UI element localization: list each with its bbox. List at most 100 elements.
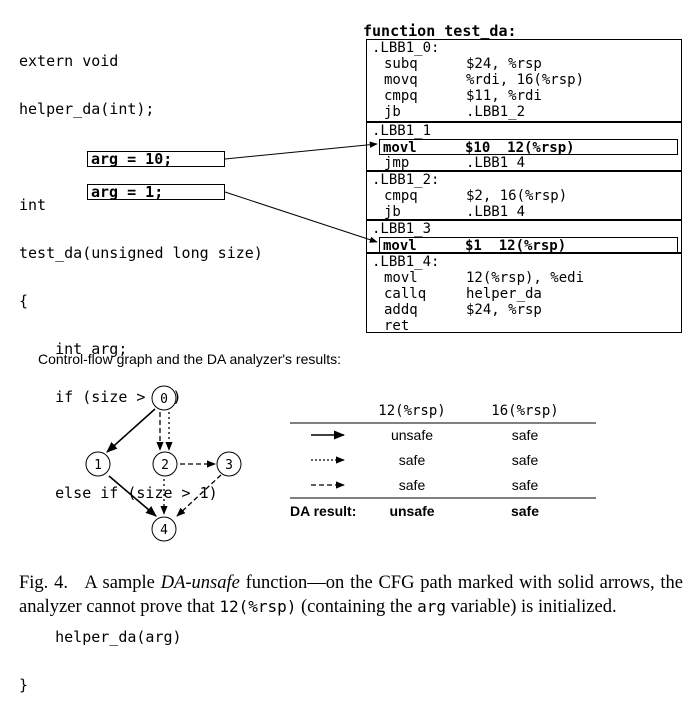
block-label: .LBB1_0: — [372, 40, 440, 56]
cfg-node-label: 4 — [160, 523, 168, 538]
cfg-node-2: 2 — [152, 451, 178, 477]
caption-code: 12(%rsp) — [219, 597, 297, 616]
source-line: extern void — [19, 52, 119, 70]
mnemonic: movq — [384, 72, 418, 88]
instruction: cmpq $11, %rdi — [367, 88, 681, 104]
basic-block-lbb1-3: .LBB1_3 movl $1 12(%rsp) — [366, 220, 682, 254]
cfg-edge-0-1 — [106, 408, 156, 453]
cfg-edge-1-4 — [108, 475, 157, 517]
cfg-node-label: 2 — [161, 458, 169, 473]
cfg-node-label: 0 — [160, 392, 168, 407]
basic-block-lbb1-4: .LBB1_4: movl 12(%rsp), %edi callq helper_… — [366, 253, 682, 334]
mnemonic: jb — [384, 204, 401, 220]
mnemonic: subq — [384, 56, 418, 72]
control-flow-graph: 0 1 2 3 4 — [85, 385, 242, 542]
caption-emphasis: DA-unsafe — [160, 573, 240, 593]
connector-arrow-arg-10 — [224, 141, 378, 160]
figure-caption: Fig. 4. A sample DA-unsafe function—on t… — [19, 572, 683, 619]
operands: %rdi, 16(%rsp) — [466, 72, 585, 88]
mnemonic: movl — [384, 270, 418, 286]
mnemonic: jmp — [384, 155, 410, 171]
da-result-cell: unsafe — [389, 503, 435, 519]
basic-block-lbb1-1: .LBB1_1 movl $10 12(%rsp) jmp .LBB1_4 — [366, 122, 682, 171]
cfg-node-1: 1 — [85, 451, 111, 477]
mnemonic: cmpq — [384, 88, 418, 104]
operands: $24, %rsp — [466, 302, 542, 318]
caption-text: variable) is initialized. — [446, 597, 617, 617]
highlighted-instruction: movl $10 12(%rsp) — [379, 139, 678, 156]
mnemonic: movl — [383, 238, 417, 254]
block-label: .LBB1_3 — [372, 221, 432, 237]
mnemonic: movl — [383, 140, 417, 156]
instruction: movq %rdi, 16(%rsp) — [367, 72, 681, 88]
mnemonic: jb — [384, 104, 401, 120]
cfg-node-4: 4 — [151, 516, 177, 542]
instruction: addq $24, %rsp — [367, 302, 681, 318]
block-label: .LBB1_4: — [372, 254, 440, 270]
instruction: subq $24, %rsp — [367, 56, 681, 72]
operands: $24, %rsp — [466, 56, 542, 72]
connector-arrow-arg-1 — [224, 191, 378, 243]
source-line: } — [19, 676, 29, 694]
instruction: callq helper_da — [367, 286, 681, 302]
operands: $10 12(%rsp) — [465, 140, 575, 156]
instruction: cmpq $2, 16(%rsp) — [367, 188, 681, 204]
da-result-label: DA result: — [290, 503, 357, 519]
table-cell: safe — [511, 477, 539, 493]
source-highlight-arg-10: arg = 10; — [87, 151, 225, 167]
caption-text: (containing the — [296, 597, 418, 617]
operands: 12(%rsp), %edi — [466, 270, 585, 286]
table-cell: safe — [511, 452, 539, 468]
instruction: jmp .LBB1_4 — [367, 155, 681, 171]
source-line: { — [19, 292, 29, 310]
source-line: test_da(unsigned long size) — [19, 244, 263, 262]
caption-text: A sample — [84, 573, 161, 593]
block-label: .LBB1_2: — [372, 172, 440, 188]
table-header-12rsp: 12(%rsp) — [378, 403, 446, 419]
operands: .LBB1_4 — [466, 155, 526, 171]
instruction: ret — [367, 318, 681, 334]
cfg-node-label: 3 — [225, 458, 233, 473]
c-source-code: extern void helper_da(int); int test_da(… — [19, 21, 263, 709]
connector-arrows — [224, 141, 378, 243]
operands: $1 12(%rsp) — [465, 238, 567, 254]
basic-block-lbb1-2: .LBB1_2: cmpq $2, 16(%rsp) jb .LBB1_4 — [366, 171, 682, 220]
caption-code: arg — [417, 597, 447, 616]
instruction: movl 12(%rsp), %edi — [367, 270, 681, 286]
table-header-16rsp: 16(%rsp) — [491, 403, 559, 419]
figure-number: Fig. 4. — [19, 573, 68, 593]
cfg-node-0: 0 — [151, 385, 177, 411]
table-cell: unsafe — [390, 427, 434, 443]
highlighted-instruction: movl $1 12(%rsp) — [379, 237, 678, 254]
source-line: helper_da(arg) — [19, 628, 182, 646]
results-table-lines — [290, 422, 596, 499]
basic-block-lbb1-0: .LBB1_0: subq $24, %rsp movq %rdi, 16(%rsp… — [366, 39, 682, 122]
table-cell: safe — [398, 452, 426, 468]
block-label: .LBB1_1 — [372, 123, 432, 139]
mnemonic: callq — [384, 286, 427, 302]
caption-text: function—on the CFG path marked with sol… — [19, 573, 683, 617]
mnemonic: cmpq — [384, 188, 418, 204]
instruction: jb .LBB1_2 — [367, 104, 681, 120]
operands: $11, %rdi — [466, 88, 542, 104]
cfg-edge-3-4 — [176, 474, 222, 517]
table-cell: safe — [511, 427, 539, 443]
assembly-title: function test_da: — [363, 22, 517, 40]
cfg-title: Control-flow graph and the DA analyzer's… — [38, 351, 342, 367]
da-result-cell: safe — [510, 503, 540, 519]
cfg-node-3: 3 — [216, 451, 242, 477]
operands: .LBB1_4 — [466, 204, 526, 220]
source-highlight-arg-1: arg = 1; — [87, 184, 225, 200]
cfg-node-label: 1 — [94, 458, 102, 473]
table-cell: safe — [398, 477, 426, 493]
source-line: else if (size > 1) — [19, 484, 218, 502]
source-line: int arg; — [19, 340, 128, 358]
instruction: jb .LBB1_4 — [367, 204, 681, 220]
operands: helper_da — [466, 286, 542, 302]
operands: .LBB1_2 — [466, 104, 526, 120]
operands: $2, 16(%rsp) — [466, 188, 568, 204]
mnemonic: ret — [384, 318, 410, 334]
source-line: int — [19, 196, 47, 214]
source-line: helper_da(int); — [19, 100, 155, 118]
mnemonic: addq — [384, 302, 418, 318]
